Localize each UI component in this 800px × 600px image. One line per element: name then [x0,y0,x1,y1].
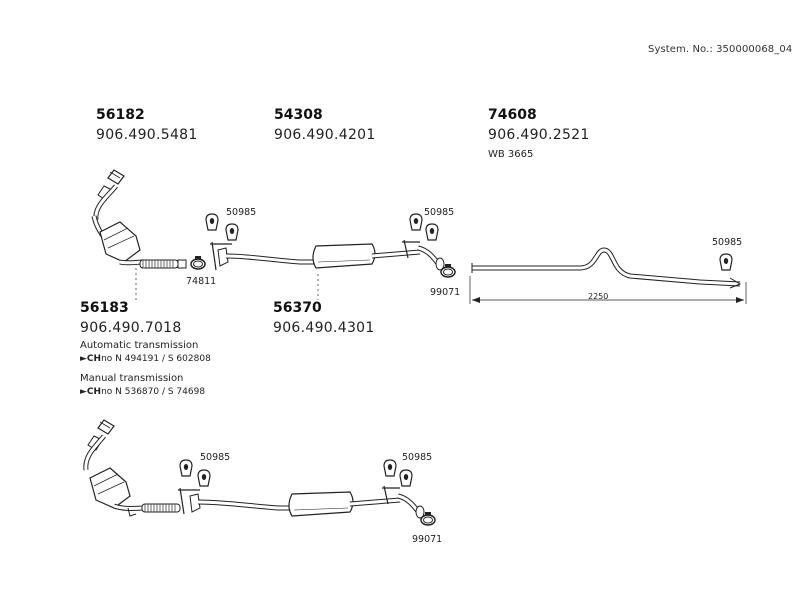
manual-transmission-label: Manual transmission [80,373,184,384]
automatic-chassis-range: ►CHno N 494191 / S 602808 [80,354,211,364]
chno-suffix: no [101,387,113,397]
hanger-icon [719,253,733,271]
label-hanger-d: 50985 [200,452,231,463]
oem-number-56183: 906.490.7018 [80,320,182,336]
automatic-chno-value: N 494191 / S 602808 [115,354,211,364]
chno-prefix: CH [86,354,102,364]
hanger-icon [205,213,439,241]
hanger-icon [179,459,413,487]
label-clamp-99071-top: 99071 [430,287,461,298]
front-pipe-catalyst-top [91,169,187,269]
manual-chassis-range: ►CHno N 536870 / S 74698 [80,387,205,397]
part-number-54308: 54308 [274,107,323,123]
oem-number-56370: 906.490.4301 [273,320,375,336]
oem-number-56182: 906.490.5481 [96,127,198,143]
part-number-56370: 56370 [273,300,322,316]
label-hanger-a: 50985 [226,207,257,218]
oem-number-74608: 906.490.2521 [488,127,590,143]
wheelbase-note: WB 3665 [488,149,534,160]
label-hanger-e: 50985 [402,452,433,463]
label-dimension: 2250 [588,292,609,301]
arrow-right-icon: ► [80,354,87,364]
arrow-right-icon: ► [80,387,87,397]
system-number: System. No.: 350000068_04 [648,44,793,55]
tail-pipe [471,247,742,289]
label-clamp-99071-bottom: 99071 [412,534,443,545]
part-number-74608: 74608 [488,107,537,123]
dimension-line [469,276,747,304]
label-hanger-b: 50985 [424,207,455,218]
label-hanger-c: 50985 [712,237,743,248]
clamp-74811-icon [190,255,206,270]
oem-number-54308: 906.490.4201 [274,127,376,143]
label-clamp-74811: 74811 [186,276,217,287]
manual-chno-value: N 536870 / S 74698 [115,387,206,397]
part-number-56183: 56183 [80,300,129,316]
automatic-transmission-label: Automatic transmission [80,340,199,351]
chno-suffix: no [101,354,113,364]
middle-pipe-silencer-bottom [178,485,425,519]
middle-pipe-silencer-top [210,239,445,271]
front-pipe-catalyst-bottom [83,419,181,517]
part-number-56182: 56182 [96,107,145,123]
chno-prefix: CH [86,387,102,397]
